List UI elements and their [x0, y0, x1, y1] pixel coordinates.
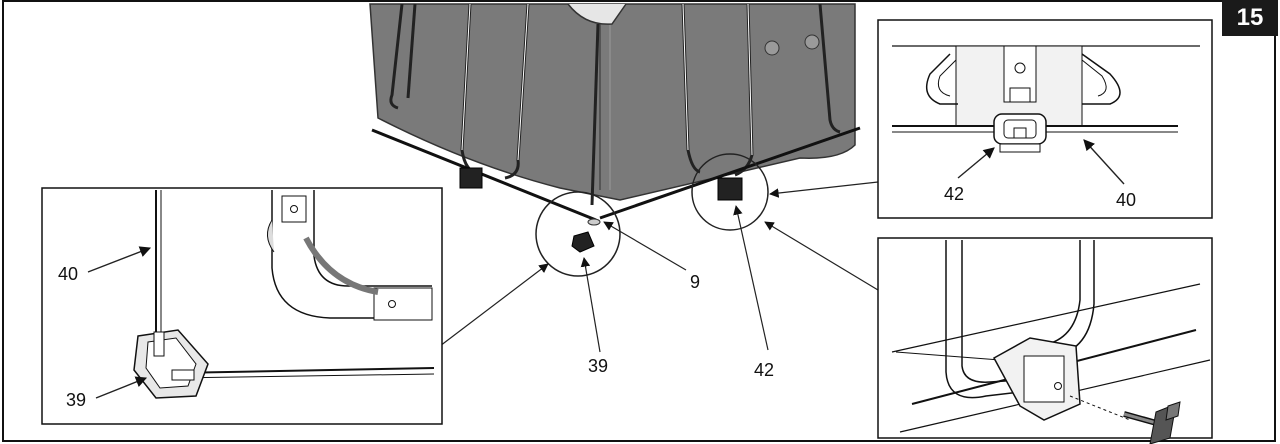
- locking-pin-icon: [1123, 401, 1181, 444]
- label-39-main: 39: [588, 356, 608, 376]
- label-9: 9: [690, 272, 700, 292]
- label-40-left: 40: [58, 264, 78, 284]
- label-42-top-right: 42: [944, 184, 964, 204]
- pool-illustration: [369, 3, 861, 277]
- label-42-main: 42: [754, 360, 774, 380]
- label-39-left: 39: [66, 390, 86, 410]
- label-40-top-right: 40: [1116, 190, 1136, 210]
- top-right-detail-inset: [877, 19, 1213, 219]
- left-detail-inset: [41, 187, 443, 425]
- leg-clip-icon: [459, 167, 743, 201]
- bottom-right-detail-inset: [877, 237, 1213, 444]
- step-number-badge: 15: [1222, 0, 1278, 36]
